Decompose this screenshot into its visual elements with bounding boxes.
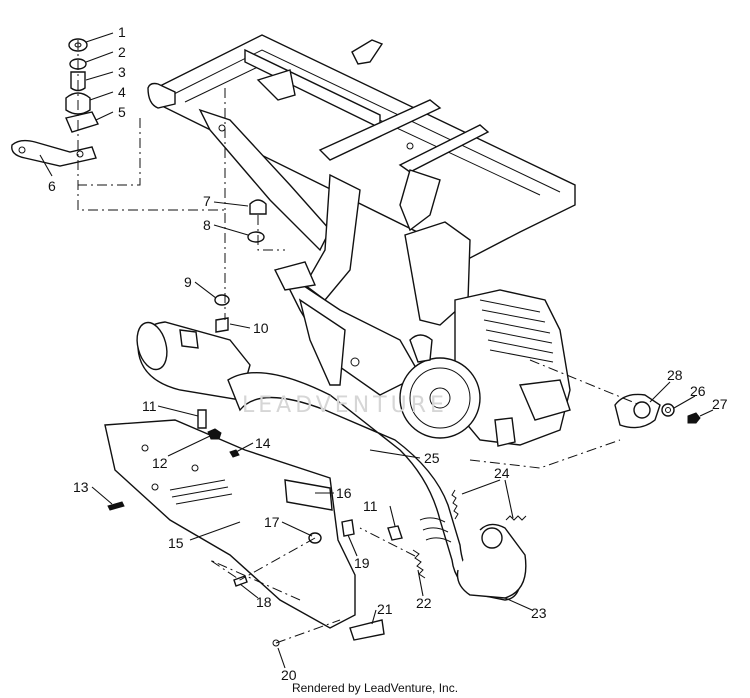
callout-10: 10 <box>253 320 269 336</box>
callout-1: 1 <box>118 24 126 40</box>
callout-8: 8 <box>203 217 211 233</box>
callout-11-lower: 11 <box>363 498 378 514</box>
callout-3: 3 <box>118 64 126 80</box>
callout-9: 9 <box>184 274 192 290</box>
callout-26: 26 <box>690 383 706 399</box>
callout-2: 2 <box>118 44 126 60</box>
callout-23: 23 <box>531 605 547 621</box>
exhaust-flange <box>614 393 701 429</box>
callout-6: 6 <box>48 178 56 194</box>
footer-credit: Rendered by LeadVenture, Inc. <box>291 681 459 695</box>
callout-24: 24 <box>494 465 510 481</box>
callout-7: 7 <box>203 193 211 209</box>
callout-5: 5 <box>118 104 126 120</box>
heat-shield <box>104 419 356 629</box>
callout-13: 13 <box>73 479 89 495</box>
callout-25: 25 <box>424 450 440 466</box>
callout-28: 28 <box>667 367 683 383</box>
callout-21: 21 <box>377 601 393 617</box>
callout-17: 17 <box>264 514 280 530</box>
engine-assembly <box>399 289 571 447</box>
assembly-centerlines <box>77 40 641 644</box>
callout-11-upper: 11 <box>142 398 157 414</box>
callout-15: 15 <box>168 535 184 551</box>
callout-12: 12 <box>152 455 168 471</box>
callout-14: 14 <box>255 435 271 451</box>
callout-22: 22 <box>416 595 432 611</box>
callout-4: 4 <box>118 84 126 100</box>
callout-labels: 1 2 3 4 5 6 7 8 9 10 11 11 12 13 14 15 1… <box>48 24 728 683</box>
vehicle-frame <box>147 34 576 396</box>
muffler-assembly <box>136 321 527 601</box>
watermark-text: LEADVENTURE <box>242 393 448 418</box>
callout-16: 16 <box>336 485 352 501</box>
callout-20: 20 <box>281 667 297 683</box>
callout-18: 18 <box>256 594 272 610</box>
leader-lines <box>39 32 714 669</box>
callout-27: 27 <box>712 396 728 412</box>
callout-19: 19 <box>354 555 370 571</box>
